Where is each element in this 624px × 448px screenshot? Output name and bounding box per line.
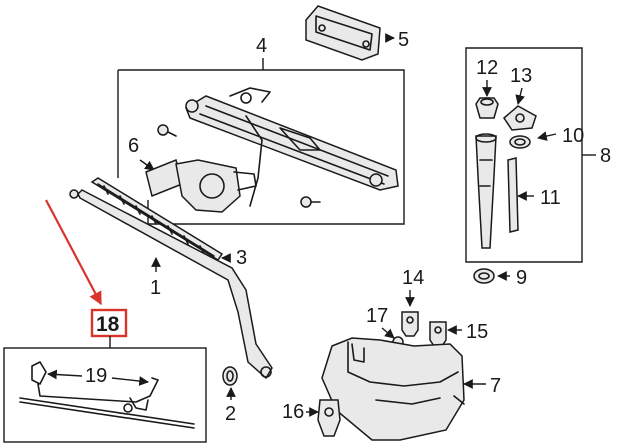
callout-13: 13 (510, 65, 532, 87)
part-13-cap (503, 105, 537, 131)
bolt-bottom (300, 196, 321, 208)
callout-8: 8 (600, 145, 611, 167)
leader-13 (515, 87, 525, 105)
part-3-blade (90, 177, 224, 262)
callout-16: 16 (282, 401, 304, 423)
callout-12: 12 (476, 57, 498, 79)
callout-5: 5 (398, 29, 409, 51)
part-9-ring (473, 268, 495, 284)
part-10-seal (509, 135, 531, 149)
part-2-grommet (222, 366, 238, 386)
callout-17: 17 (366, 305, 388, 327)
callout-2: 2 (225, 403, 236, 425)
callout-4: 4 (256, 35, 267, 57)
part-12-cap (475, 97, 499, 119)
leader-17 (381, 327, 395, 339)
part-15-pump (429, 321, 447, 347)
highlight-box-18 (90, 308, 128, 338)
callout-15: 15 (466, 321, 488, 343)
leader-6 (139, 159, 155, 171)
part-19-hose (19, 361, 195, 429)
part-6-motor (145, 158, 257, 213)
bolt-top (157, 124, 177, 137)
callout-19: 19 (85, 365, 107, 387)
callout-18: 18 (96, 313, 120, 336)
part-fill-neck (475, 133, 497, 249)
callout-10: 10 (562, 125, 584, 147)
part-16-pump (317, 399, 341, 437)
callout-14: 14 (402, 267, 424, 289)
part-14-pump (401, 311, 419, 337)
leader-19a (47, 369, 83, 380)
linkage-assembly (185, 87, 399, 207)
leader-19b (111, 376, 149, 386)
callout-9: 9 (516, 267, 527, 289)
part-5-bracket (305, 5, 381, 61)
box-part-8 (465, 47, 583, 263)
leader-10 (537, 131, 557, 141)
highlight-arrow (45, 199, 102, 306)
part-1-arm (69, 189, 273, 380)
callout-11: 11 (540, 187, 561, 209)
callout-6: 6 (128, 135, 139, 157)
part-7-reservoir (321, 337, 465, 441)
callout-7: 7 (490, 375, 501, 397)
callout-1: 1 (150, 277, 161, 299)
callout-3: 3 (236, 247, 247, 269)
part-11-strap (507, 157, 519, 233)
box-part-19 (3, 347, 207, 443)
